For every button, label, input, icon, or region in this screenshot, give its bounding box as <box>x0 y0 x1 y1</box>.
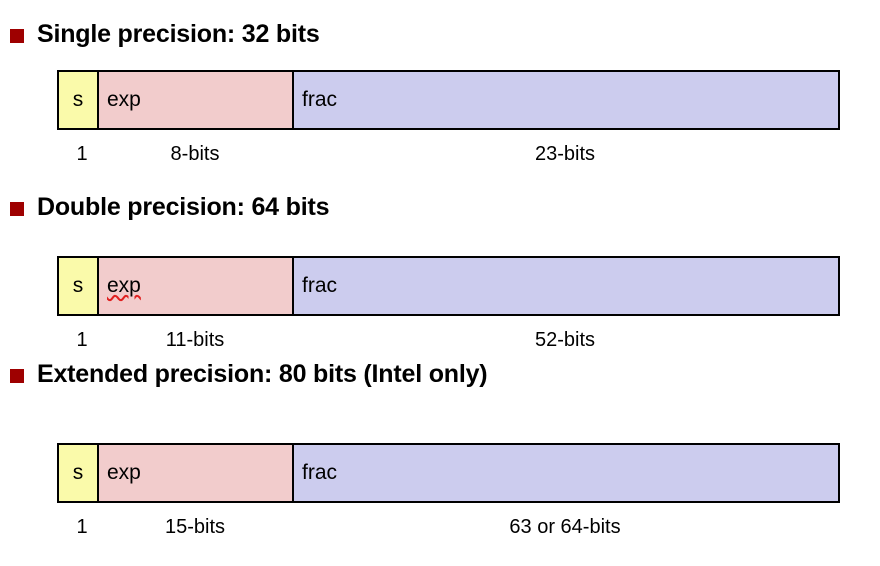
size-label-sign: 1 <box>76 143 88 165</box>
bitfield-bar-double-precision: s exp frac <box>57 256 840 316</box>
field-fraction: frac <box>294 72 838 128</box>
bullet-square-icon <box>10 28 24 43</box>
bullet-square-icon <box>10 201 24 216</box>
field-exponent: exp <box>99 445 294 501</box>
size-labels-extended-precision: 1 15-bits 63 or 64-bits <box>57 513 840 541</box>
size-label-sign: 1 <box>76 516 88 538</box>
field-exponent: exp <box>99 72 294 128</box>
field-sign-label: s <box>72 460 84 484</box>
field-exponent-label: exp <box>107 460 141 484</box>
bitfield-bar-single-precision: s exp frac <box>57 70 840 130</box>
size-label-exponent: 15-bits <box>164 516 226 538</box>
size-label-fraction: 23-bits <box>534 143 596 165</box>
field-sign: s <box>59 72 99 128</box>
field-exponent-label: exp <box>107 273 141 297</box>
field-exponent-label: exp <box>107 87 141 111</box>
heading-single-precision: Single precision: 32 bits <box>10 22 320 47</box>
heading-extended-precision: Extended precision: 80 bits (Intel only) <box>10 360 488 388</box>
field-fraction: frac <box>294 445 838 501</box>
field-exponent: exp <box>99 258 294 314</box>
heading-label: Single precision: 32 bits <box>37 20 320 48</box>
heading-label: Double precision: 64 bits <box>37 193 330 221</box>
heading-label: Extended precision: 80 bits (Intel only) <box>37 360 488 388</box>
field-sign: s <box>59 445 99 501</box>
size-label-fraction: 63 or 64-bits <box>509 516 621 538</box>
field-fraction-label: frac <box>302 460 338 484</box>
bullet-square-icon <box>10 368 24 383</box>
size-label-fraction: 52-bits <box>534 329 596 351</box>
size-labels-single-precision: 1 8-bits 23-bits <box>57 140 840 168</box>
size-label-exponent: 8-bits <box>170 143 220 165</box>
field-sign-label: s <box>72 87 84 111</box>
size-label-exponent: 11-bits <box>165 329 225 351</box>
field-fraction-label: frac <box>302 87 338 111</box>
size-labels-double-precision: 1 11-bits 52-bits <box>57 326 840 354</box>
field-fraction-label: frac <box>302 273 338 297</box>
bitfield-bar-extended-precision: s exp frac <box>57 443 840 503</box>
field-sign: s <box>59 258 99 314</box>
size-label-sign: 1 <box>76 329 88 351</box>
field-sign-label: s <box>72 273 84 297</box>
heading-double-precision: Double precision: 64 bits <box>10 195 329 220</box>
field-fraction: frac <box>294 258 838 314</box>
